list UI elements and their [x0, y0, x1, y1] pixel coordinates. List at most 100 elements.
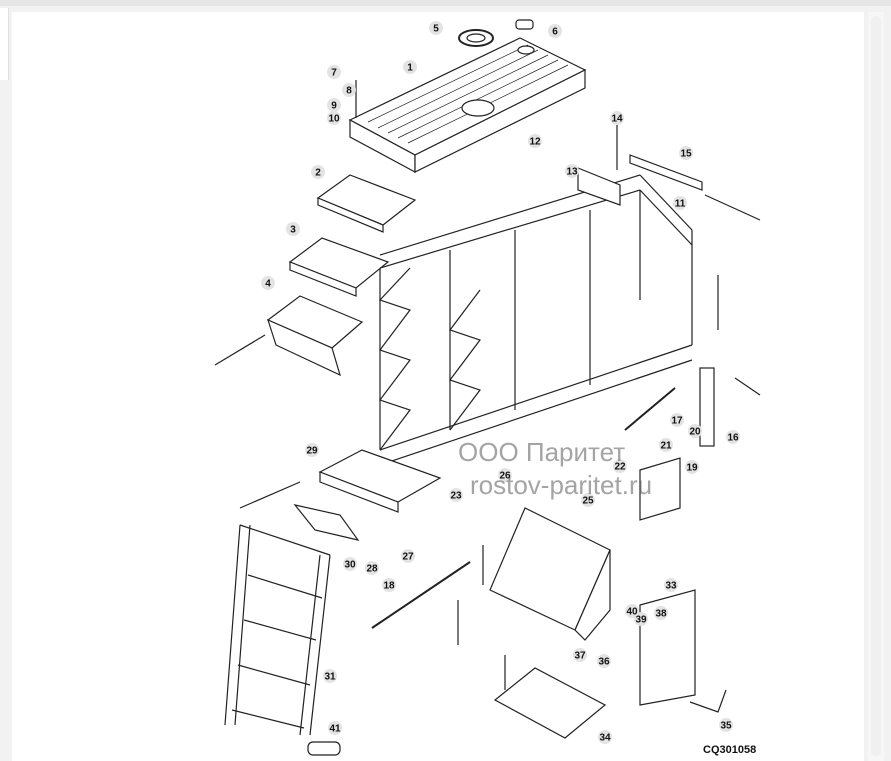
callout-27-marker — [401, 549, 415, 563]
vertical-scrollbar[interactable] — [868, 12, 884, 761]
strut-part-18 — [371, 561, 471, 629]
left-panel-edge — [0, 8, 9, 80]
callout-35: 35 — [720, 721, 732, 732]
callout-23-marker — [449, 488, 463, 502]
callout-14-marker — [610, 111, 624, 125]
callout-27: 27 — [402, 552, 414, 563]
callout-34: 34 — [599, 733, 611, 744]
watermark-website: rostov-paritet.ru — [470, 470, 653, 500]
callout-29-marker — [305, 443, 319, 457]
callout-40: 40 — [626, 607, 638, 618]
callout-38-marker — [654, 606, 668, 620]
callout-8: 8 — [346, 86, 352, 97]
strut-part-17 — [624, 387, 676, 431]
stair-frame-part-11 — [378, 174, 693, 466]
callout-33-marker — [664, 578, 678, 592]
callout-4: 4 — [265, 279, 271, 290]
callout-11: 11 — [675, 199, 686, 210]
top-plate-small-hole — [517, 45, 535, 55]
callout-18: 18 — [383, 581, 395, 592]
callout-10: 10 — [328, 114, 340, 125]
callout-37: 37 — [574, 651, 586, 662]
drawing-code-label: CQ301058 — [703, 744, 757, 756]
callout-22-marker — [613, 459, 627, 473]
callout-40-marker — [625, 604, 639, 618]
callout-19: 19 — [686, 463, 698, 474]
callout-3: 3 — [290, 225, 296, 236]
callout-2-marker — [311, 165, 325, 179]
callout-21-marker — [659, 438, 673, 452]
bushing-part-6 — [515, 19, 534, 30]
callout-17: 17 — [671, 416, 683, 427]
callout-12-marker — [528, 134, 542, 148]
block-part-30 — [293, 504, 360, 541]
callout-28: 28 — [366, 564, 378, 575]
post-part-16 — [699, 367, 715, 447]
callout-7-marker — [327, 65, 341, 79]
callout-6: 6 — [552, 27, 558, 38]
callout-28-marker — [365, 561, 379, 575]
callout-23: 23 — [450, 491, 462, 502]
ladder-part-31 — [224, 524, 331, 736]
callout-6-marker — [548, 24, 562, 38]
top-plate-front-edge — [414, 69, 586, 173]
callout-38: 38 — [655, 609, 667, 620]
callout-1: 1 — [407, 63, 413, 74]
callout-15-marker — [679, 146, 693, 160]
top-plate-hole — [461, 99, 495, 117]
angle-part-34 — [493, 667, 607, 739]
grip-part-41 — [307, 741, 341, 756]
callout-30-marker — [343, 557, 357, 571]
callout-18-marker — [382, 578, 396, 592]
callout-22: 22 — [614, 462, 626, 473]
diagram-linework — [214, 19, 761, 756]
callout-30: 30 — [344, 560, 356, 571]
callout-10-marker — [327, 111, 341, 125]
callout-26-marker — [498, 468, 512, 482]
callout-19-marker — [685, 460, 699, 474]
ring-part-5-inner — [466, 33, 486, 43]
callout-25: 25 — [582, 496, 594, 507]
callout-41-marker — [328, 721, 342, 735]
step-plate-3 — [288, 237, 390, 289]
callout-9-marker — [327, 98, 341, 112]
callout-7: 7 — [331, 68, 337, 79]
callout-17-marker — [670, 413, 684, 427]
callout-36-marker — [597, 654, 611, 668]
callout-26: 26 — [499, 471, 511, 482]
callout-2: 2 — [315, 168, 321, 179]
bracket-part-33 — [639, 589, 696, 706]
callout-20-marker — [688, 424, 702, 438]
ring-part-5 — [458, 29, 494, 47]
callout-36: 36 — [598, 657, 610, 668]
callout-31-marker — [323, 669, 337, 683]
callout-4-marker — [261, 276, 275, 290]
watermark-company: ООО Паритет — [458, 437, 626, 467]
handle-part-35 — [689, 689, 727, 713]
callout-33: 33 — [665, 581, 677, 592]
fastener-stacks — [214, 80, 761, 690]
callout-11-marker — [673, 196, 687, 210]
scrollbar-thumb[interactable] — [871, 16, 881, 756]
callout-16-marker — [726, 430, 740, 444]
callout-8-marker — [342, 83, 356, 97]
callout-9: 9 — [331, 101, 337, 112]
callout-20: 20 — [689, 427, 701, 438]
callout-39-marker — [634, 612, 648, 626]
plate-part-19 — [639, 457, 681, 521]
callout-13: 13 — [566, 167, 578, 178]
callout-16: 16 — [727, 433, 739, 444]
callout-14: 14 — [611, 114, 623, 125]
callout-13-marker — [565, 164, 579, 178]
callout-25-marker — [581, 493, 595, 507]
callout-12: 12 — [529, 137, 541, 148]
callout-3-marker — [286, 222, 300, 236]
callout-34-marker — [598, 730, 612, 744]
callout-5-marker — [429, 21, 443, 35]
bracket-part-13 — [577, 167, 621, 206]
callout-5: 5 — [433, 24, 439, 35]
callout-29: 29 — [306, 446, 318, 457]
callout-1-marker — [403, 60, 417, 74]
